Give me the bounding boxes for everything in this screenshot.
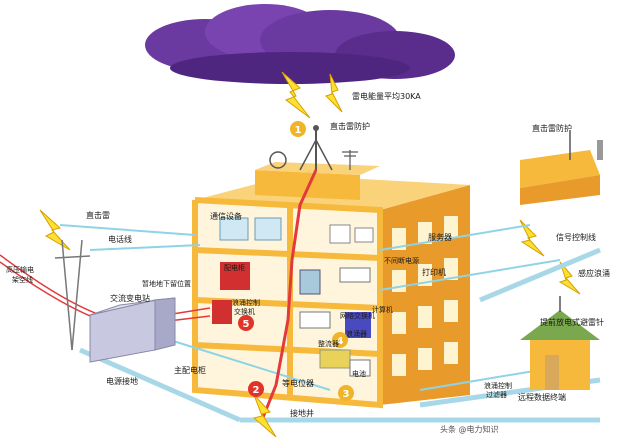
label-early-streamer: 提前放电式避雷针: [540, 317, 604, 327]
label-switchboard: 配电柜: [224, 263, 245, 272]
transmission-tower-icon: [54, 239, 91, 351]
computer-tower: [345, 312, 371, 338]
label-ups: 不间断电源: [384, 256, 419, 265]
label-network-switch: 网络交换机: [340, 311, 375, 320]
switchboard-cabinet: [220, 262, 250, 290]
factory-building: [520, 130, 603, 205]
label-surge-sense: 感应浪涌: [578, 268, 610, 278]
label-transformer: 交流变电站: [110, 293, 150, 303]
satellite-dish-icon: [269, 151, 287, 169]
label-direct-lightning: 直击雷: [86, 210, 110, 220]
lightning-bolt-icon: [39, 209, 71, 251]
badge-1: 1: [290, 121, 306, 137]
label-surge-protector: 浪涌器: [346, 329, 367, 338]
ground-rod: [252, 394, 277, 437]
label-phone-line: 电话线: [108, 234, 132, 244]
lightning-bolt-icon: [519, 219, 545, 257]
label-printer: 打印机: [422, 267, 446, 277]
label-surge-switch-1: 浪涌控制: [232, 298, 260, 307]
svg-text:1: 1: [295, 125, 302, 136]
svg-text:5: 5: [243, 319, 250, 330]
label-comm-equipment: 通信设备: [210, 211, 242, 221]
watermark: 头条 @电力知识: [440, 424, 499, 434]
label-power-ground: 电源接地: [106, 376, 138, 386]
label-direct-protect-right: 直击雷防护: [532, 123, 572, 133]
label-server: 服务器: [428, 232, 452, 242]
svg-text:3: 3: [343, 389, 350, 400]
label-regulator: 整流器: [318, 339, 339, 348]
lightning-rod-icon: [299, 125, 333, 171]
label-direct-protect-main: 直击雷防护: [330, 121, 370, 131]
down-conductor: [260, 169, 318, 421]
label-avg-energy: 雷电能量平均30KA: [352, 91, 421, 101]
badge-5: 5: [238, 315, 254, 331]
svg-text:2: 2: [253, 385, 260, 396]
badge-4: 4: [332, 332, 348, 348]
svg-text:4: 4: [337, 336, 344, 347]
badge-3: 3: [338, 385, 354, 401]
transformer-substation: [89, 297, 176, 363]
label-temp-ground: 暂地地下留位置: [142, 279, 191, 288]
wiring: [59, 224, 561, 391]
storm-cloud: [145, 4, 455, 84]
label-remote-terminal: 远程数据终端: [518, 392, 566, 402]
label-computer: 计算机: [372, 305, 393, 314]
lightning-bolt-icon: [325, 73, 343, 113]
small-house: [520, 296, 600, 390]
lightning-bolt-icon: [281, 71, 311, 119]
label-ground-well: 接地井: [290, 408, 314, 418]
label-surge-filter-2: 过滤器: [486, 390, 507, 399]
label-surge-switch-2: 交换机: [234, 307, 255, 316]
label-surge-filter-1: 浪涌控制: [484, 381, 512, 390]
label-battery: 电池: [352, 369, 366, 378]
label-hv-line-1: 高压输电: [6, 265, 34, 274]
interior-devices: [212, 217, 374, 377]
badge-2: 2: [248, 381, 264, 397]
antenna-icon: [342, 150, 358, 170]
label-hv-line-2: 架空线: [12, 275, 33, 284]
building-windows: [392, 216, 458, 376]
surge-control-cabinet: [212, 300, 232, 324]
label-signal-control: 信号控制线: [556, 232, 596, 242]
lightning-bolt-icon: [558, 261, 581, 295]
label-equipotential: 等电位器: [282, 378, 314, 388]
label-main-distribution: 主配电柜: [174, 365, 206, 375]
